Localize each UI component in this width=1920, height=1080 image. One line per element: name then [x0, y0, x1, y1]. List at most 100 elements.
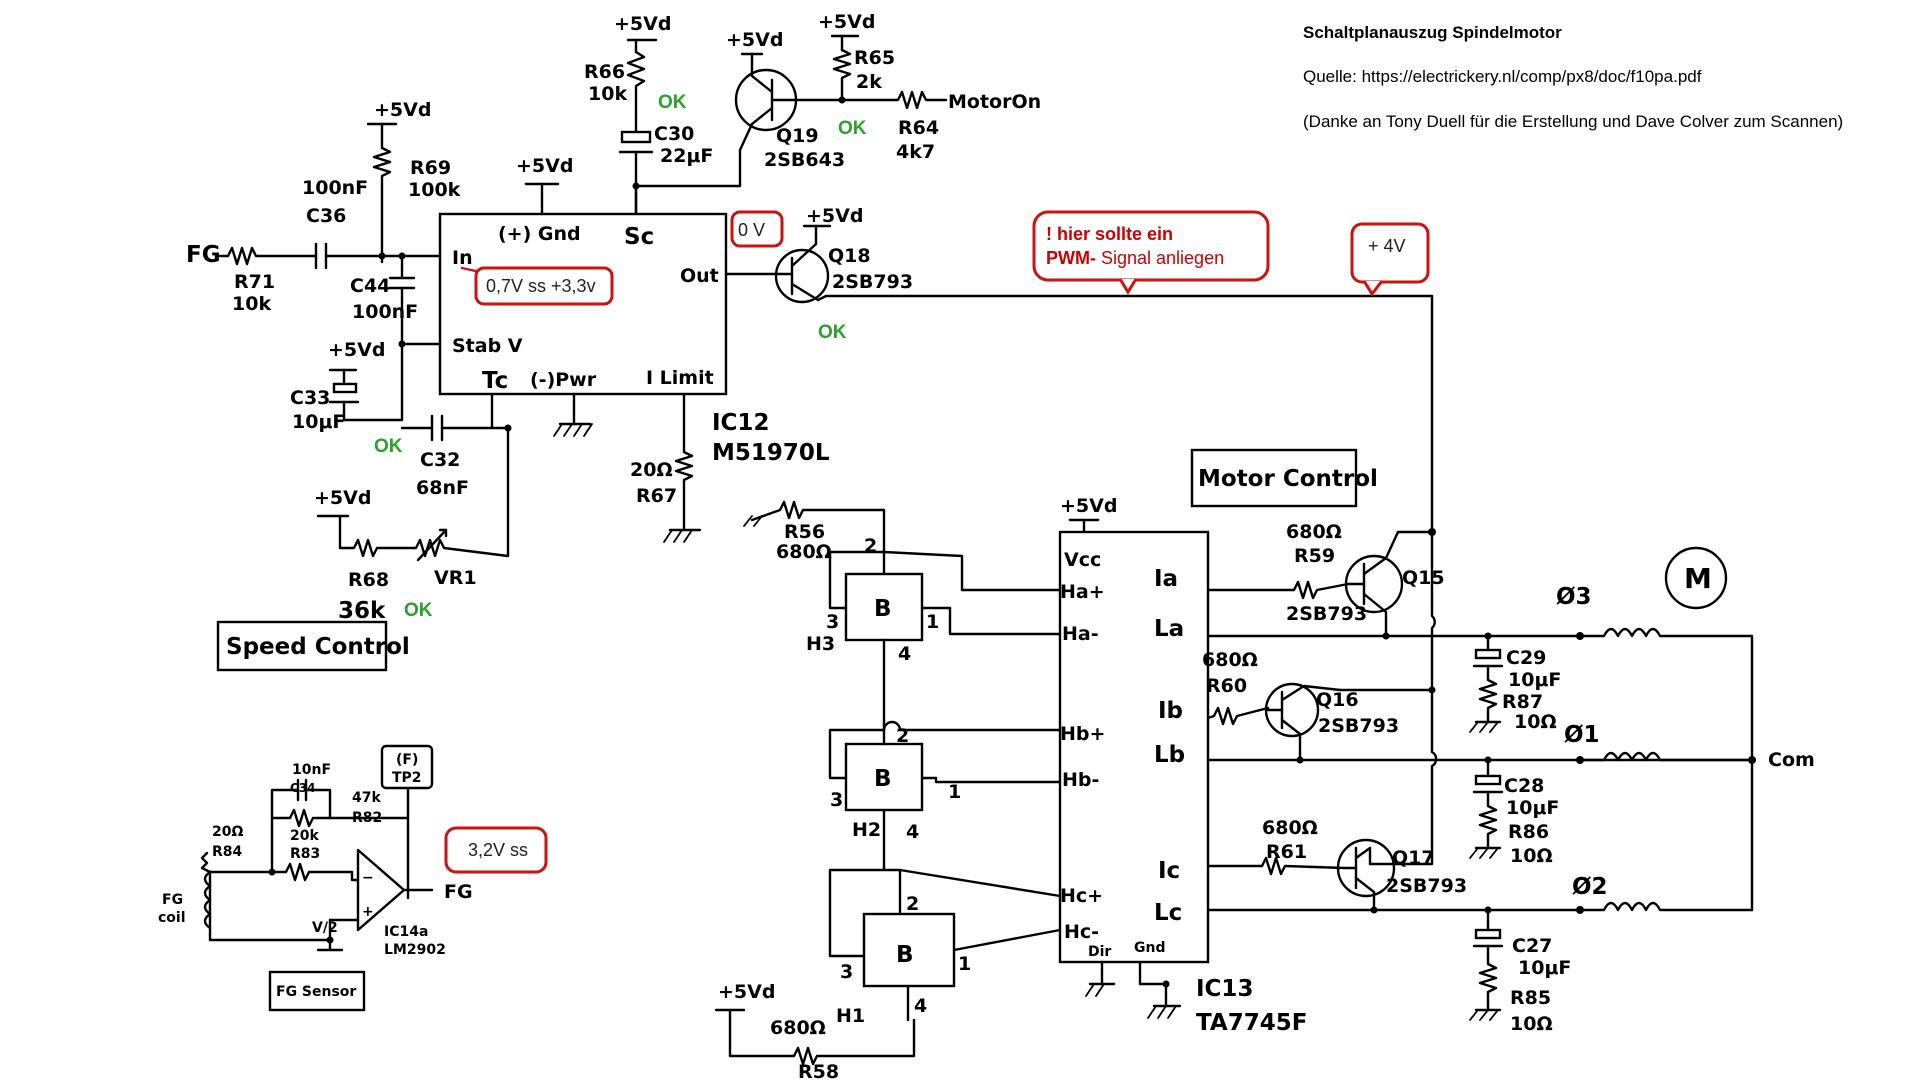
- callout-pwm-bold: PWM-: [1046, 248, 1096, 268]
- svg-text:−: −: [362, 870, 374, 886]
- c27-value: 10μF: [1518, 957, 1571, 979]
- r82-resistor: [270, 808, 410, 900]
- hall-h3-b: B: [874, 596, 892, 622]
- q15-label: Q15: [1402, 567, 1445, 589]
- q15-value: 2SB793: [1286, 603, 1367, 625]
- winding-phi2: [1578, 901, 1754, 912]
- r64-value: 4k7: [896, 141, 935, 163]
- c27-r85-snubber: [1469, 908, 1504, 1021]
- ic12-name: IC12: [712, 410, 769, 436]
- ic13-name: IC13: [1196, 976, 1253, 1002]
- ic13-pin-hbt: Hb+: [1060, 723, 1105, 745]
- r66-label: R66: [584, 61, 625, 83]
- vr1-potentiometer: [416, 528, 448, 562]
- ic12-pin-in: In: [452, 247, 473, 269]
- hall-h1-pin4: 4: [914, 995, 927, 1017]
- r59-value: 680Ω: [1286, 521, 1342, 543]
- ic13-pin-ham: Ha-: [1062, 623, 1099, 645]
- r67-label: R67: [636, 485, 677, 507]
- c33-label: C33: [290, 387, 330, 409]
- motor-on-label: MotorOn: [948, 91, 1041, 113]
- v2-label: V/2: [312, 920, 338, 936]
- hall-h2: [844, 742, 924, 812]
- ic12-pin-pwr: (-)Pwr: [530, 369, 597, 391]
- q17-value: 2SB793: [1386, 875, 1467, 897]
- ic13-pin-ic: Ic: [1158, 858, 1180, 884]
- ic13-pin-ia: Ia: [1154, 566, 1178, 592]
- r60-value: 680Ω: [1202, 649, 1258, 671]
- r64-label: R64: [898, 117, 939, 139]
- supply-label-q18: +5Vd: [806, 205, 863, 227]
- c33-value: 10μF: [292, 411, 345, 433]
- r86-label: R86: [1508, 821, 1549, 843]
- hall-h2-pin2: 2: [896, 725, 909, 747]
- c30-value: 22μF: [660, 145, 713, 167]
- callout-plus-4v: [1350, 222, 1430, 284]
- ic13-pin-lb: Lb: [1154, 742, 1185, 768]
- callout-plus-4v-text: + 4V: [1368, 236, 1406, 256]
- r82-label: R82: [352, 810, 382, 826]
- svg-text:+: +: [362, 904, 374, 920]
- r69-label: R69: [410, 157, 451, 179]
- r85-value: 10Ω: [1510, 1013, 1553, 1035]
- credits-note: (Danke an Tony Duell für die Erstellung …: [1303, 112, 1843, 131]
- ic13-pin-hct: Hc+: [1060, 885, 1103, 907]
- ic12-pin-out: Out: [680, 265, 719, 287]
- r59-resistor: [1206, 580, 1350, 600]
- r67-resistor: [674, 392, 694, 532]
- r69-value: 100k: [408, 179, 461, 201]
- hall-h1-label: H1: [836, 1005, 865, 1027]
- speed-control-label: Speed Control: [226, 634, 410, 660]
- c28-r86-snubber: [1469, 758, 1504, 859]
- hall-h2-label: H2: [852, 819, 881, 841]
- c30-label: C30: [654, 123, 694, 145]
- supply-label-r68: +5Vd: [314, 487, 371, 509]
- ic13-pin-hcm: Hc-: [1064, 921, 1099, 943]
- r83-resistor: [270, 862, 360, 882]
- r56-resistor: [750, 500, 886, 554]
- q19-transistor: [634, 52, 844, 188]
- supply-label-r69: +5Vd: [374, 99, 431, 121]
- ic12-pin-gnd: (+) Gnd: [498, 223, 581, 245]
- r84-value: 20Ω: [212, 824, 243, 840]
- c29-label: C29: [1506, 647, 1546, 669]
- r71-label: R71: [234, 271, 275, 293]
- fg-coil-label-2: coil: [158, 910, 186, 926]
- r84-resistor: [200, 851, 332, 942]
- ic13-pin-la: La: [1154, 616, 1184, 642]
- ic12-part: M51970L: [712, 440, 830, 466]
- r68-vr1-network: [338, 426, 510, 558]
- q16-value: 2SB793: [1318, 715, 1399, 737]
- phase-phi3: Ø3: [1556, 584, 1592, 610]
- hall-h3-pin2: 2: [864, 535, 877, 557]
- r60-resistor: [1206, 706, 1270, 726]
- callout-out-voltage-text: 0 V: [738, 220, 765, 240]
- hall-h3-label: H3: [806, 633, 835, 655]
- r86-value: 10Ω: [1510, 845, 1553, 867]
- hall-h2-pin4: 4: [906, 821, 919, 843]
- ok-mark-r66: OK: [658, 92, 687, 113]
- ic13-pin-dir: Dir: [1088, 944, 1111, 960]
- phase-phi2: Ø2: [1572, 874, 1608, 900]
- c29-value: 10μF: [1508, 669, 1561, 691]
- ic13-body: [1058, 530, 1210, 964]
- r83-label: R83: [290, 846, 320, 862]
- r66-value: 10k: [588, 83, 627, 105]
- fg-sensor-box: [268, 970, 366, 1012]
- fg-output-label: FG: [444, 881, 473, 903]
- vr1-label: VR1: [434, 567, 477, 589]
- r66-resistor: [626, 38, 658, 120]
- q19-value: 2SB643: [764, 149, 845, 171]
- q15-transistor: [1344, 528, 1436, 638]
- callout-in-signal-text: 0,7V ss +3,3v: [486, 276, 596, 296]
- r71-value: 10k: [232, 293, 271, 315]
- supply-label-ic13: +5Vd: [1060, 495, 1117, 517]
- supply-label-ic12: +5Vd: [516, 155, 573, 177]
- motor-symbol: [1664, 546, 1728, 610]
- c29-r87-snubber: [1469, 634, 1504, 733]
- motor-control-label: Motor Control: [1198, 466, 1378, 492]
- tp2-top: (F): [396, 752, 418, 768]
- callout-pwm-line1: ! hier sollte ein: [1046, 224, 1173, 244]
- hall-h3-pin3: 3: [826, 611, 839, 633]
- supply-label-r65: +5Vd: [818, 11, 875, 33]
